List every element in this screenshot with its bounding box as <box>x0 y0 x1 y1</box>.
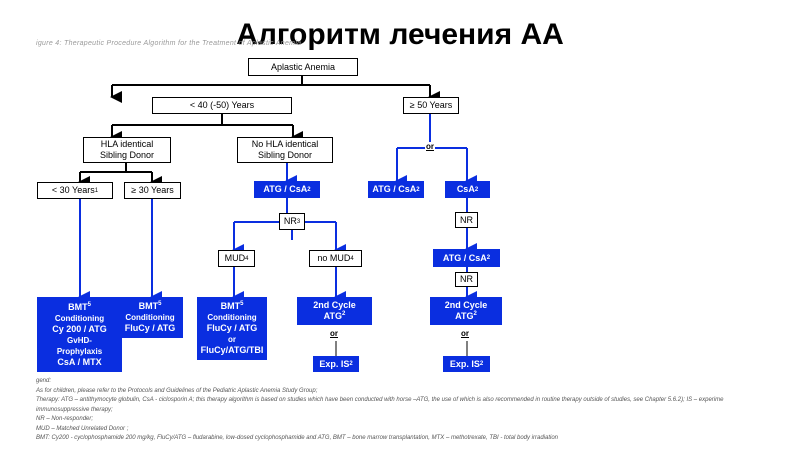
node-nr-right-1: NR <box>455 212 478 228</box>
node-label: ATG / CsA <box>263 184 308 194</box>
node-label: no MUD <box>317 253 351 263</box>
legend-line: immunosuppressive therapy; <box>36 406 113 413</box>
node-label: ATG <box>323 311 342 321</box>
node-label: BMT <box>220 301 241 311</box>
node-label: ATG <box>455 311 474 321</box>
node-label: CsA / MTX <box>57 356 102 367</box>
legend: gend: As for children, please refer to t… <box>36 377 723 444</box>
node-label: FluCy / ATG <box>124 323 176 333</box>
or-label: or <box>425 142 435 151</box>
node-label: Aplastic Anemia <box>270 61 336 72</box>
node-label: 2nd Cycle <box>313 300 356 310</box>
node-over-30: ≥ 30 Years <box>124 182 181 199</box>
node-label: Cy 200 / ATG <box>52 323 107 334</box>
node-label: Exp. IS <box>449 358 480 369</box>
node-label: NR <box>283 216 297 226</box>
or-label: or <box>461 329 469 338</box>
slide-title: Алгоритм лечения АА <box>236 18 564 51</box>
node-label: BMT <box>68 301 88 312</box>
node-label: HLA identical <box>100 139 154 149</box>
node-label: ATG / CsA <box>442 252 487 263</box>
node-label: ATG / CsA <box>372 184 417 194</box>
node-label: CsA <box>456 184 475 194</box>
node-nr-right-2: NR <box>455 272 478 287</box>
node-label: MUD <box>224 253 246 263</box>
node-label: ≥ 30 Years <box>131 185 174 195</box>
node-label: BMT <box>138 301 159 311</box>
node-label: < 40 (-50) Years <box>189 100 255 110</box>
figure-caption: igure 4: Therapeutic Procedure Algorithm… <box>36 40 302 47</box>
footnote-mark: 2 <box>342 311 346 317</box>
node-label: NR <box>460 274 473 284</box>
footnote-mark: 5 <box>87 301 91 308</box>
legend-line: MUD – Matched Unrelated Donor ; <box>36 425 129 432</box>
footnote-mark: 5 <box>158 301 162 307</box>
or-label: or <box>330 329 338 338</box>
node-label: FluCy/ATG/TBI <box>200 345 264 355</box>
node-label: Sibling Donor <box>257 150 313 160</box>
node-label: or <box>228 335 236 344</box>
node-label: Exp. IS <box>319 358 350 369</box>
legend-line: gend: <box>36 378 52 384</box>
node-label: Sibling Donor <box>99 150 155 160</box>
legend-line: NR – Non-responder; <box>36 416 94 422</box>
node-label: FluCy / ATG <box>206 323 258 333</box>
node-label: Conditioning <box>54 313 105 323</box>
node-label: GvHD- <box>67 335 92 345</box>
node-aplastic-anemia: Aplastic Anemia <box>248 58 358 76</box>
legend-line: As for children, please refer to the Pro… <box>36 387 318 394</box>
node-label: Conditioning <box>207 313 257 322</box>
legend-line: Therapy: ATG – antithymocyte globulin, C… <box>36 397 724 403</box>
footnote-mark: 2 <box>473 311 477 317</box>
node-under-40: < 40 (-50) Years <box>152 97 292 114</box>
node-label: 2nd Cycle <box>444 300 488 310</box>
node-over-50: ≥ 50 Years <box>403 97 459 114</box>
node-label: No HLA identical <box>251 139 319 149</box>
node-label: Prophylaxis <box>56 346 103 356</box>
footnote-mark: 5 <box>240 301 244 307</box>
legend-line: BMT: Cy200 - cyclophosphamide 200 mg/kg,… <box>36 435 559 441</box>
node-label: < 30 Years <box>51 185 95 195</box>
node-label: NR <box>460 214 473 225</box>
node-label: Conditioning <box>125 313 175 322</box>
node-label: ≥ 50 Years <box>409 100 453 110</box>
